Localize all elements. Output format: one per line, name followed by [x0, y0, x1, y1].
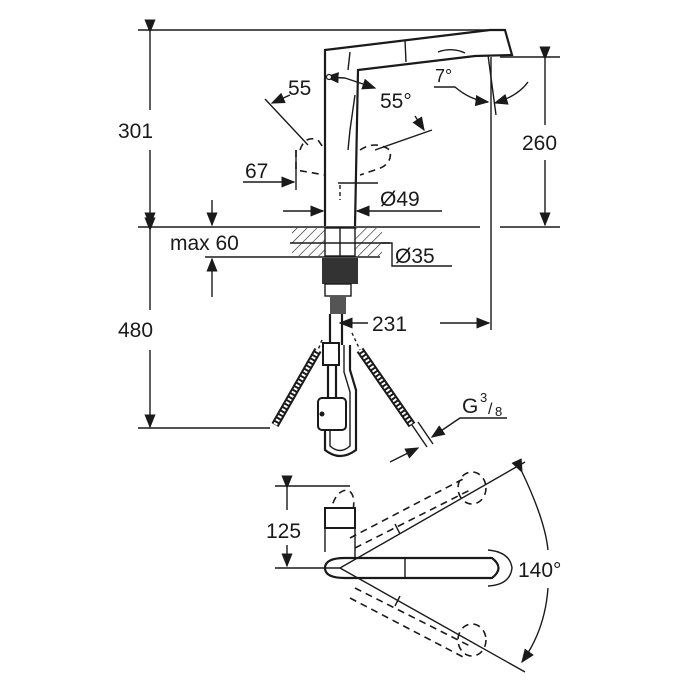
counter-top — [138, 226, 560, 258]
svg-text:/: / — [488, 401, 493, 418]
svg-text:3: 3 — [480, 390, 487, 405]
faucet-underside — [271, 258, 434, 458]
dim-total-height: 301 — [118, 120, 153, 143]
dim-body-diameter: Ø49 — [380, 188, 420, 211]
dim-hose-length: 480 — [118, 319, 153, 342]
dim-swivel-angle: 140° — [518, 559, 561, 582]
dim-spout-tilt: 7° — [435, 66, 452, 86]
dim-handle-angle-left: 55 — [288, 77, 311, 100]
dim-handle-offset: 67 — [245, 160, 268, 183]
dim-hole-diameter: Ø35 — [395, 245, 435, 268]
faucet-top-view — [275, 458, 549, 673]
dim-max-counter-thickness: max 60 — [170, 232, 239, 255]
svg-text:G: G — [462, 395, 478, 418]
dimension-lines — [138, 19, 560, 463]
dim-connection-thread: G 3 / 8 — [462, 390, 502, 419]
faucet-side-view — [138, 28, 514, 227]
dim-handle-angle-right: 55° — [380, 90, 412, 113]
dim-spout-reach: 231 — [372, 313, 407, 336]
svg-text:8: 8 — [495, 404, 502, 419]
dim-handle-length: 125 — [266, 520, 301, 543]
dim-spout-height: 260 — [522, 132, 557, 155]
